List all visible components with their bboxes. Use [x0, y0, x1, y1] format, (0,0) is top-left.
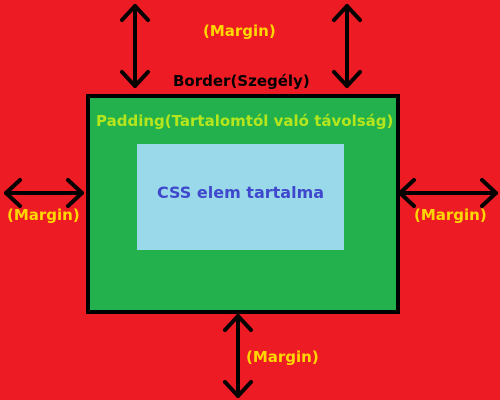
- margin-label-left: (Margin): [7, 206, 80, 224]
- margin-label-bottom: (Margin): [246, 348, 319, 366]
- arrow-strokes: [4, 4, 498, 398]
- content-label: CSS elem tartalma: [156, 183, 325, 202]
- border-label: Border(Szegély): [173, 72, 310, 90]
- double-arrow-icon: [223, 314, 253, 398]
- margin-label-top: (Margin): [203, 22, 276, 40]
- double-arrow-icon: [4, 178, 84, 208]
- content-area: [137, 144, 344, 250]
- padding-label: Padding(Tartalomtól való távolság): [96, 112, 394, 130]
- double-arrow-icon: [332, 4, 362, 88]
- margin-label-right: (Margin): [414, 206, 487, 224]
- double-arrow-icon: [120, 4, 150, 88]
- double-arrow-icon: [398, 178, 498, 208]
